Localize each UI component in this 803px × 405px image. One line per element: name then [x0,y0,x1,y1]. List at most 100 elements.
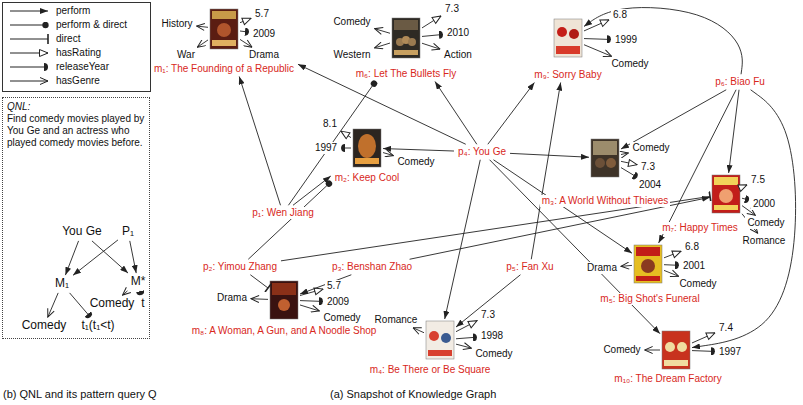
movie-title: m₁₀: The Dream Factory [612,373,723,385]
attribute-value: History [159,18,194,30]
movie-poster [591,139,619,177]
relation-arrow [742,198,749,200]
movie-node: m₆: Let The Bullets Fly [392,18,420,58]
pattern-node: t₁(t₁<t) [79,319,116,333]
relation-arrow [510,153,589,157]
relation-arrow [300,300,323,302]
relation-arrow [130,241,136,273]
attribute-value: Action [442,49,474,61]
relation-arrow [488,83,535,145]
node-text: 1999 [615,34,637,45]
node-text: Comedy [22,318,67,332]
relation-arrow [251,298,268,300]
node-text: p₁: Wen Jiang [252,207,314,218]
attribute-value: Comedy [745,217,786,229]
relation-arrow [456,337,477,339]
node-text: 5.7 [255,8,269,19]
node-text: 2010 [447,27,469,38]
movie-node: m₇: Happy Times [712,175,740,213]
relation-arrow [456,344,471,348]
attribute-value: 1997 [717,346,743,358]
relation-arrow [375,29,390,34]
legend-sample [10,25,48,26]
node-text: 5.7 [327,280,341,291]
relation-arrow [422,43,440,49]
legend-label: hasGenre [56,75,100,87]
person-label: p₄: You Ge [456,146,508,158]
legend-label: perform [56,5,90,17]
attribute-value: Drama [585,262,619,274]
movie-poster [554,19,582,57]
pattern-node: You Ge [60,225,104,239]
relation-arrow [413,328,424,333]
attribute-value: 2009 [325,296,351,308]
legend-sample [10,67,48,68]
node-text: Comedy [475,348,512,359]
node-text: p₄: You Ge [458,146,506,157]
edge-layer [48,8,796,352]
relation-arrow [240,18,251,22]
relation-arrow [250,275,268,288]
attribute-value: 7.3 [639,161,657,173]
attribute-value: Drama [215,292,249,304]
node-text: 6.8 [613,9,627,20]
legend-sample [10,81,48,82]
node-text: 7.3 [641,161,655,172]
attribute-value: Comedy [601,344,642,356]
attribute-value: Comedy [331,16,372,28]
pattern-node: P₁ [120,225,136,239]
attribute-value: Comedy [630,142,671,154]
node-text: M₁ [55,276,69,290]
relation-arrow [197,40,208,47]
relation-arrow [422,16,441,28]
relation-arrow [65,241,78,275]
attribute-value: Comedy [677,278,718,290]
relation-arrow [664,264,679,266]
movie-poster [712,175,740,213]
node-text: 7.3 [445,3,459,14]
attribute-value: 1997 [313,142,339,154]
relation-arrow [422,34,443,36]
relation-arrow [621,161,637,164]
movie-node: m₉: Sorry Baby [554,19,582,57]
attribute-value: Romance [373,314,420,326]
node-text: Comedy [323,312,360,323]
movie-node: m₅: Big Shot's Funeral [634,245,662,283]
person-label: p₃: Benshan Zhao [330,261,414,273]
node-text: p₅: Fan Xu [506,261,553,272]
node-text: Drama [217,292,247,303]
movie-node: m₁₀: The Dream Factory [662,331,690,369]
attribute-value: 5.7 [253,8,271,20]
node-text: 2009 [253,28,275,39]
movie-title: m₄: Be There or Be Square [368,364,493,376]
relation-arrow [383,153,393,156]
relation-arrow [456,321,477,332]
relation-arrow [73,240,118,275]
attribute-value: Drama [247,49,281,61]
node-text: 1998 [481,330,503,341]
node-text: Comedy [603,344,640,355]
relation-arrow [621,265,632,267]
relation-arrow [197,26,208,27]
node-text: 2004 [639,179,661,190]
node-text: t₁(t₁<t) [81,318,114,332]
relation-arrow [383,149,454,151]
relation-arrow [692,90,796,348]
attribute-value: 7.3 [479,309,497,321]
movie-title: m₂: Keep Cool [333,172,401,184]
node-text: p₃: Benshan Zhao [332,261,412,272]
node-text: p₆: Biao Fu [715,76,765,87]
movie-node: m₂: Keep Cool [353,129,381,167]
legend-sample [10,11,48,12]
relation-arrow [664,251,681,258]
person-label: p₆: Biao Fu [713,76,767,88]
movie-poster [662,331,690,369]
node-text: Comedy [747,217,784,228]
attribute-value: Comedy [473,348,514,360]
relation-arrow [531,83,560,260]
movie-title: m₆: Let The Bullets Fly [354,68,459,80]
attribute-value: Comedy [609,58,650,70]
node-text: 1997 [315,142,337,153]
